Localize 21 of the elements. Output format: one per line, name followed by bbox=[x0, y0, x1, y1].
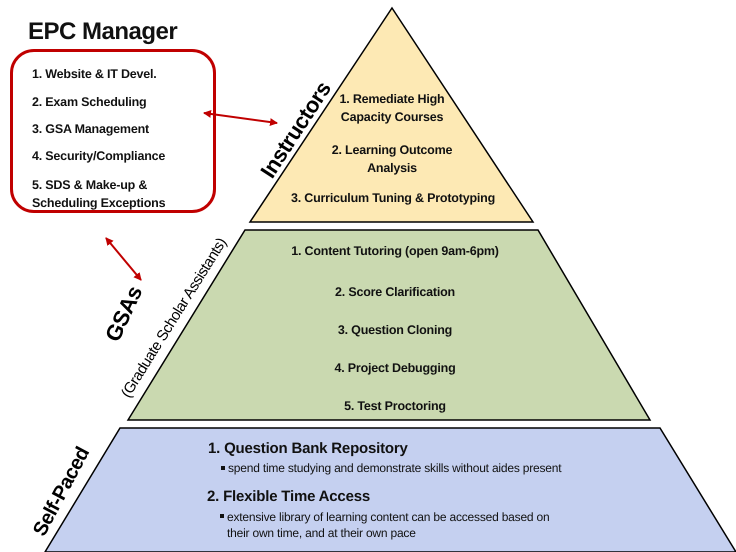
list-item: 5. SDS & Make-up & Scheduling Exceptions bbox=[32, 177, 166, 212]
bullet-text: spend time studying and demonstrate skills without aides present bbox=[228, 461, 562, 475]
list-item: 3. GSA Management bbox=[32, 122, 149, 136]
tier-item: 3. Question Cloning bbox=[338, 323, 452, 337]
tier-item: 2. Learning Outcome Analysis bbox=[330, 142, 454, 177]
arrow bbox=[105, 237, 142, 281]
list-item: 4. Security/Compliance bbox=[32, 149, 166, 163]
tier-item: 1. Content Tutoring (open 9am-6pm) bbox=[291, 244, 499, 258]
arrow bbox=[203, 110, 278, 126]
tier-item: 1. Question Bank Repository bbox=[208, 440, 408, 457]
tier-item: 4. Project Debugging bbox=[334, 361, 456, 375]
tier-item: 3. Curriculum Tuning & Prototyping bbox=[290, 191, 496, 205]
tier-item: 1. Remediate High Capacity Courses bbox=[338, 91, 446, 126]
list-item: 2. Exam Scheduling bbox=[32, 95, 146, 109]
panel-title: EPC Manager bbox=[28, 18, 178, 46]
tier-item: 2. Flexible Time Access bbox=[207, 488, 370, 505]
tier-label: GSAs bbox=[100, 282, 148, 346]
list-item: 1. Website & IT Devel. bbox=[32, 67, 157, 81]
tier-item: 2. Score Clarification bbox=[335, 285, 455, 299]
tier-item: 5. Test Proctoring bbox=[344, 399, 446, 413]
bullet-text: extensive library of learning content can be accessed based on their own time, and at their own pace bbox=[227, 509, 550, 541]
